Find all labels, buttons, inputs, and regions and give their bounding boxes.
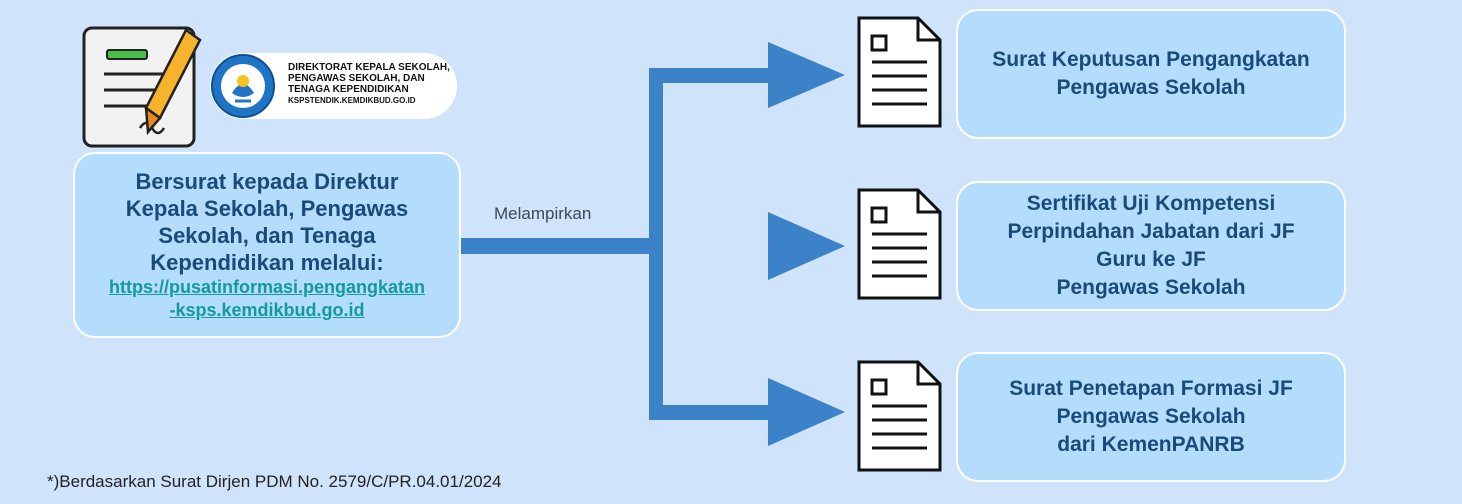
portal-link-part-2[interactable]: -ksps.kemdikbud.go.id [169,300,365,320]
paper-pen-icon [82,26,202,148]
footnote: *)Berdasarkan Surat Dirjen PDM No. 2579/… [47,472,502,491]
output-2-line-3: Guru ke JF [1096,248,1206,271]
source-line-3: Sekolah, dan Tenaga [158,223,376,248]
logo-line-2: PENGAWAS SEKOLAH, DAN [288,73,425,84]
directorate-logo: DIREKTORAT KEPALA SEKOLAH, PENGAWAS SEKO… [210,53,457,119]
connector-vertical [649,68,663,420]
arrowhead-bottom [768,378,845,446]
output-3-line-2: Pengawas Sekolah [1056,405,1246,428]
connector-arrows [461,42,845,446]
output-2-line-2: Perpindahan Jabatan dari JF [1007,220,1295,243]
output-2-line-4: Pengawas Sekolah [1056,276,1246,299]
logo-line-1: DIREKTORAT KEPALA SEKOLAH, [288,62,450,73]
document-icon-2 [857,188,942,300]
output-1-line-2: Pengawas Sekolah [1056,76,1246,99]
document-icon-3 [857,360,942,472]
connector-top [649,68,779,83]
source-box: Bersurat kepada Direktur Kepala Sekolah,… [73,152,461,338]
portal-link-part-1[interactable]: https://pusatinformasi.pengangkatan [108,277,426,297]
tut-wuri-handayani-emblem [211,54,275,118]
output-3-line-1: Surat Penetapan Formasi JF [1009,377,1293,400]
source-line-1: Bersurat kepada Direktur [135,169,399,194]
logo-text: DIREKTORAT KEPALA SEKOLAH, PENGAWAS SEKO… [288,62,450,106]
logo-line-3: TENAGA KEPENDIDIKAN [288,84,409,95]
output-3-line-3: dari KemenPANRB [1057,433,1245,456]
arrowhead-middle [768,212,845,280]
document-icon-1 [857,16,942,128]
logo-url: KSPSTENDIK.KEMDIKBUD.GO.ID [288,96,416,105]
connector-main [461,238,661,254]
arrowhead-top [768,42,845,108]
output-2-line-1: Sertifikat Uji Kompetensi [1026,192,1276,215]
source-line-2: Kepala Sekolah, Pengawas [125,196,409,221]
connector-bottom [649,405,779,420]
output-box-3: Surat Penetapan Formasi JF Pengawas Seko… [956,352,1346,482]
output-1-line-1: Surat Keputusan Pengangkatan [992,48,1310,71]
output-box-1: Surat Keputusan Pengangkatan Pengawas Se… [956,9,1346,139]
output-box-2: Sertifikat Uji Kompetensi Perpindahan Ja… [956,181,1346,311]
source-line-4: Kependidikan melalui: [150,250,384,275]
edge-label: Melampirkan [494,204,592,223]
